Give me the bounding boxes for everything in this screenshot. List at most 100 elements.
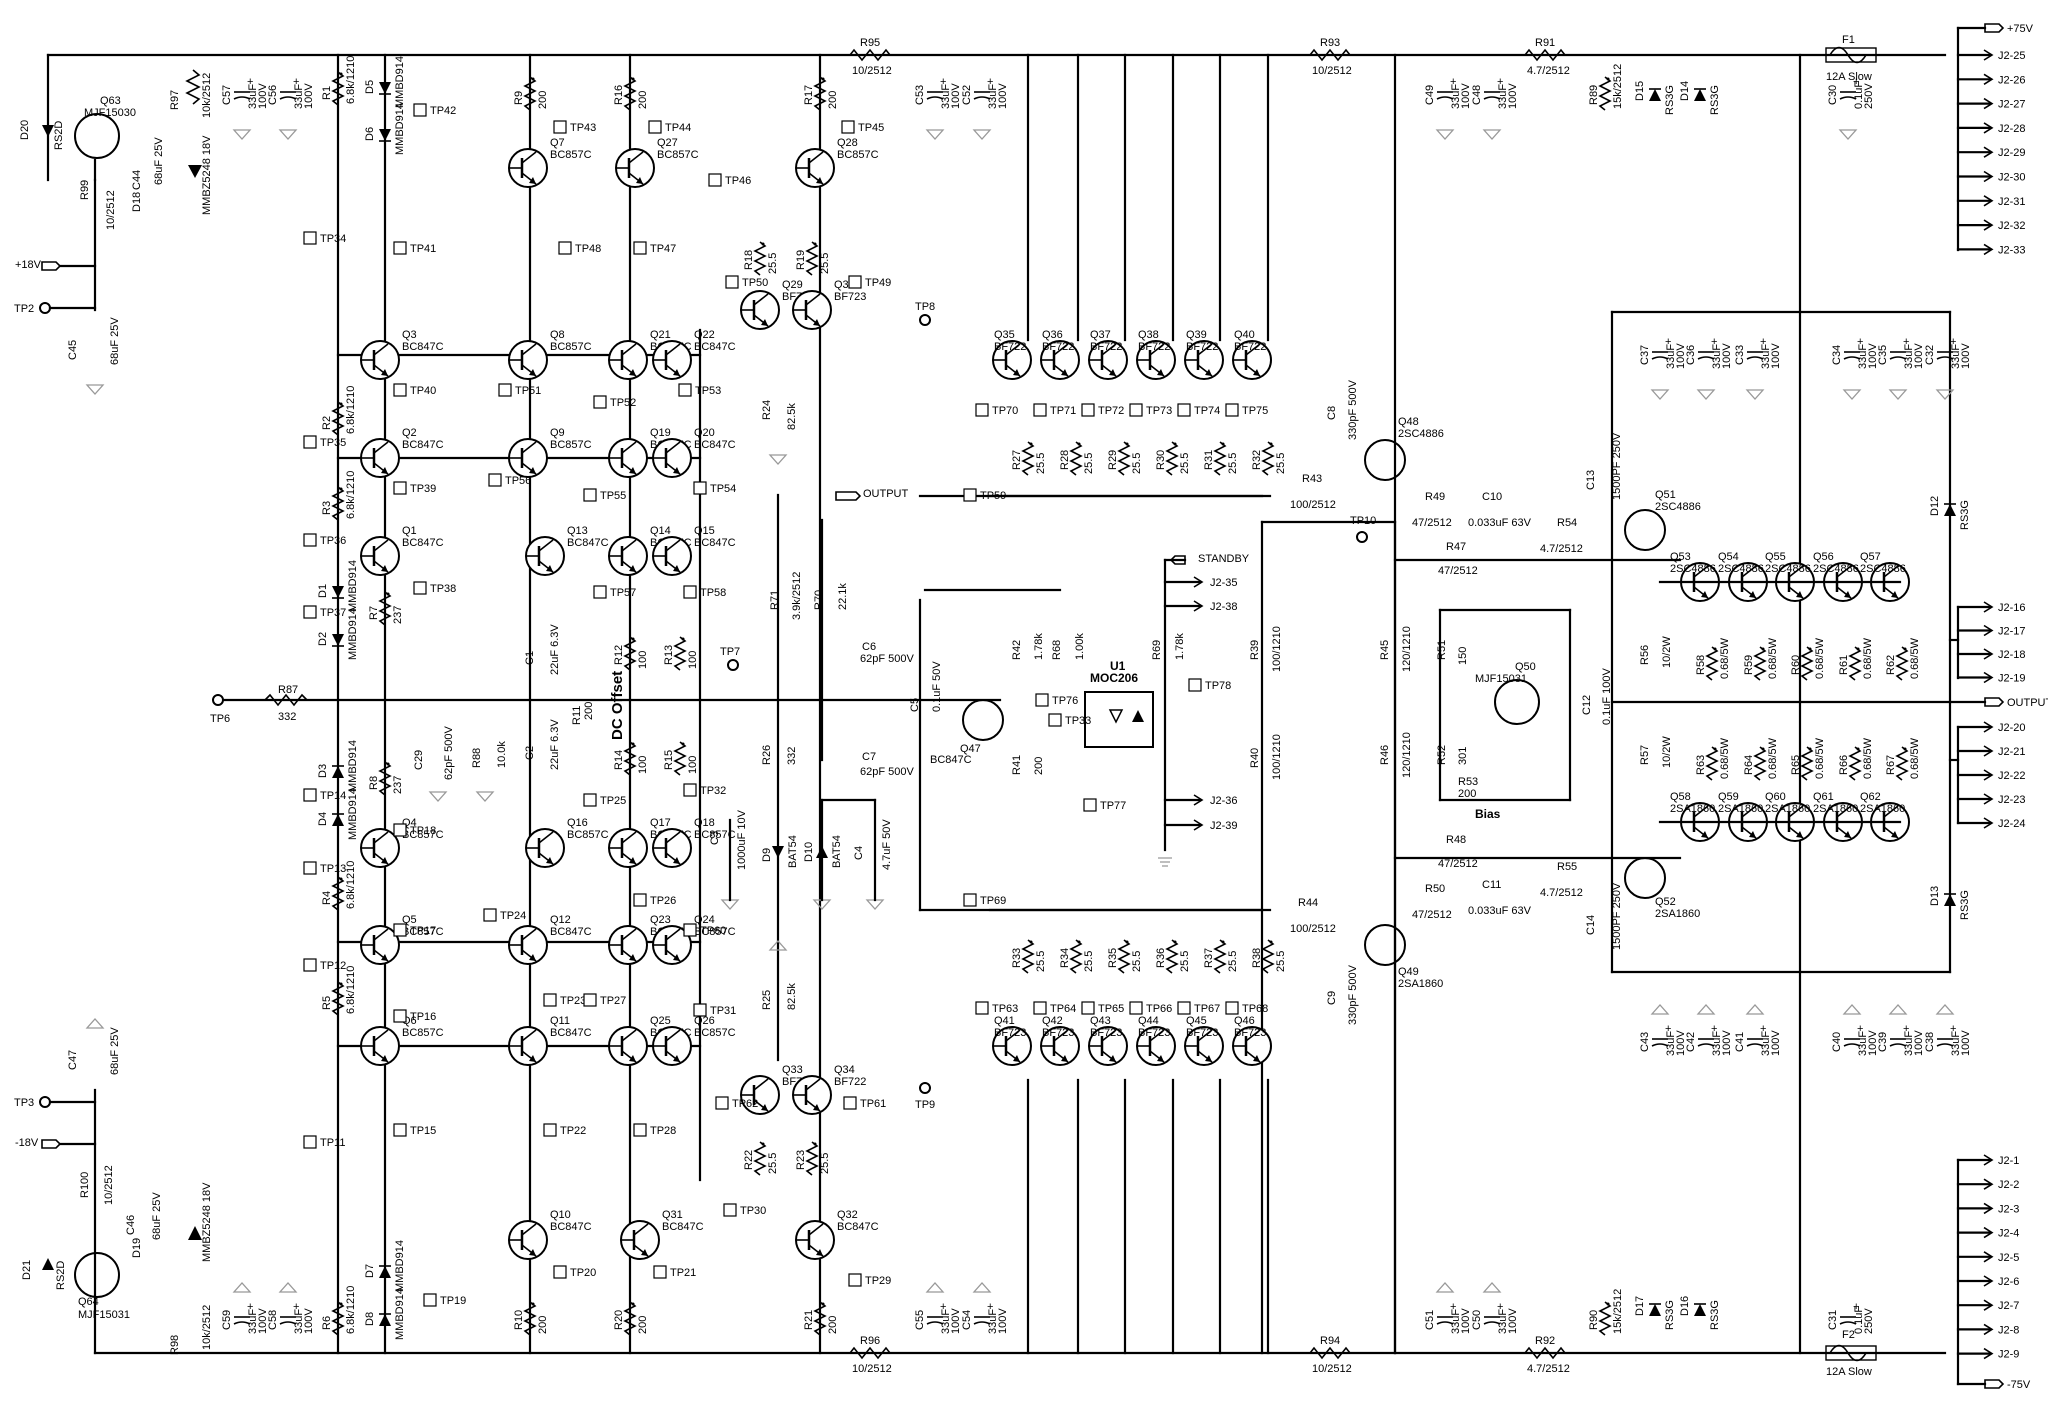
pin-label: J2-2 (1998, 1179, 2019, 1191)
c44-val: 68uF 25V (153, 137, 165, 185)
resistor-r18-ref: R18 (743, 250, 755, 270)
capacitor-c50-value: 33uF (1497, 1309, 1509, 1334)
testpoint-tp55: TP55 (583, 488, 626, 502)
q49-ref: Q49 (1398, 966, 1419, 978)
input-stage: TP6 R87 332 C29 62pF 500V R88 10.0k R11 … (210, 624, 626, 802)
resistor-r92-value: 4.7/2512 (1527, 1363, 1570, 1375)
standby-circuit: U1 MOC206 STANDBY R42 1.78k R68 1.00k R4… (1011, 553, 1250, 867)
pin-j2-32: J2-32 (1956, 219, 2026, 232)
testpoint-tp55-label: TP55 (600, 490, 626, 502)
predriver-res-r34-ref: R34 (1059, 948, 1071, 968)
pin-label: J2-32 (1998, 220, 2026, 232)
capacitor-c51-ref: C51 (1424, 1310, 1436, 1330)
resistor-r16-value: 200 (637, 91, 649, 109)
capacitor-c32-value: 33uF (1950, 344, 1962, 369)
svg-text:+: + (940, 76, 946, 88)
testpoint-tp51: TP51 (498, 383, 541, 397)
output-lower-q59-ref: Q59 (1718, 791, 1739, 803)
output-lower-q62-part: 2SA1860 (1860, 803, 1905, 815)
r87-ref: R87 (278, 684, 298, 696)
emitter-res-r65-value: 0.68/5W (1814, 737, 1826, 779)
testpoint-tp47: TP47 (633, 241, 676, 255)
testpoint-tp28-label: TP28 (650, 1125, 676, 1137)
pin-label: J2-22 (1998, 770, 2026, 782)
tp3-label: TP3 (14, 1097, 34, 1109)
standby-pin-label: J2-35 (1210, 577, 1238, 589)
transistor-q8-ref: Q8 (550, 329, 565, 341)
testpoint-tp37-label: TP37 (320, 607, 346, 619)
resistor-r13-ref: R13 (663, 645, 675, 665)
testpoint-tp61: TP61 (843, 1096, 886, 1110)
aux-supply-positive: Q63 MJF15030 D20 RS2D R97 10k/2512 R99 1… (14, 53, 213, 395)
c9-ref: C9 (1326, 991, 1338, 1005)
testpoint-tp76: TP76 (1035, 693, 1078, 707)
r47-ref: R47 (1446, 541, 1466, 553)
svg-text:+: + (1903, 336, 1909, 348)
transistor-q17-ref: Q17 (650, 817, 671, 829)
f1-ref: F1 (1842, 34, 1855, 46)
capacitor-c41-ref: C41 (1734, 1032, 1746, 1052)
testpoint-tp41-label: TP41 (410, 243, 436, 255)
r56-val: 10/2W (1661, 636, 1673, 668)
diode-d3-ref: D3 (317, 764, 329, 778)
r88-ref: R88 (471, 748, 483, 768)
emitter-res-r66-ref: R66 (1838, 755, 1850, 775)
testpoint-tp74-label: TP74 (1194, 405, 1220, 417)
predriver-lower-q41-ref: Q41 (994, 1015, 1015, 1027)
r99-val: 10/2512 (105, 190, 117, 230)
resistor-r23-ref: R23 (795, 1150, 807, 1170)
capacitor-c54-value: 100V (997, 1308, 1009, 1334)
pos-rail-tag: +75V (2007, 23, 2034, 35)
capacitor-c41-value: 33uF (1760, 1031, 1772, 1056)
testpoint-tp66: TP66 (1129, 1001, 1172, 1015)
capacitor-c38-value: 33uF (1950, 1031, 1962, 1056)
r39-ref: R39 (1249, 640, 1261, 660)
emitter-res-r66-value: 0.68/5W (1862, 737, 1874, 779)
output-stage: Q532SC4886Q542SC4886Q552SC4886Q562SC4886… (1658, 496, 1971, 920)
testpoint-tp48: TP48 (558, 241, 601, 255)
transistor-q7-ref: Q7 (550, 137, 565, 149)
transistor-q4-part: BC857C (402, 829, 444, 841)
d10-part: BAT54 (831, 835, 843, 868)
r55-ref: R55 (1557, 861, 1577, 873)
svg-text:+: + (1665, 336, 1671, 348)
c13-ref: C13 (1585, 470, 1597, 490)
diode-d15-part: RS3G (1664, 85, 1676, 115)
r51-ref: R51 (1436, 640, 1448, 660)
testpoint-tp75: TP75 (1225, 403, 1268, 417)
standby-pin-j2-38: J2-38 (1163, 600, 1238, 613)
capacitor-c39-value: 33uF (1903, 1031, 1915, 1056)
pin-j2-16: J2-16 (1956, 601, 2026, 614)
svg-text:+: + (1903, 1023, 1909, 1035)
diode-d4-ref: D4 (317, 812, 329, 826)
testpoint-tp13-label: TP13 (320, 863, 346, 875)
output-lower-q60-ref: Q60 (1765, 791, 1786, 803)
testpoint-tp12: TP12 (303, 958, 346, 972)
testpoint-tp42-label: TP42 (430, 105, 456, 117)
d20-part: RS2D (53, 121, 65, 150)
r25-val: 82.5k (786, 983, 798, 1010)
capacitor-c48-ref: C48 (1471, 85, 1483, 105)
testpoint-tp21: TP21 (653, 1265, 696, 1279)
testpoint-tp56: TP56 (488, 473, 531, 487)
transistor-q29-ref: Q29 (782, 279, 803, 291)
transistor-q6-part: BC857C (402, 1027, 444, 1039)
rail-tags: +75V -75V OUTPUT (1948, 23, 2048, 1391)
svg-text:+: + (293, 76, 299, 88)
svg-text:+: + (1450, 1301, 1456, 1313)
pin-j2-29: J2-29 (1956, 146, 2026, 159)
testpoint-tp44-label: TP44 (665, 122, 691, 134)
